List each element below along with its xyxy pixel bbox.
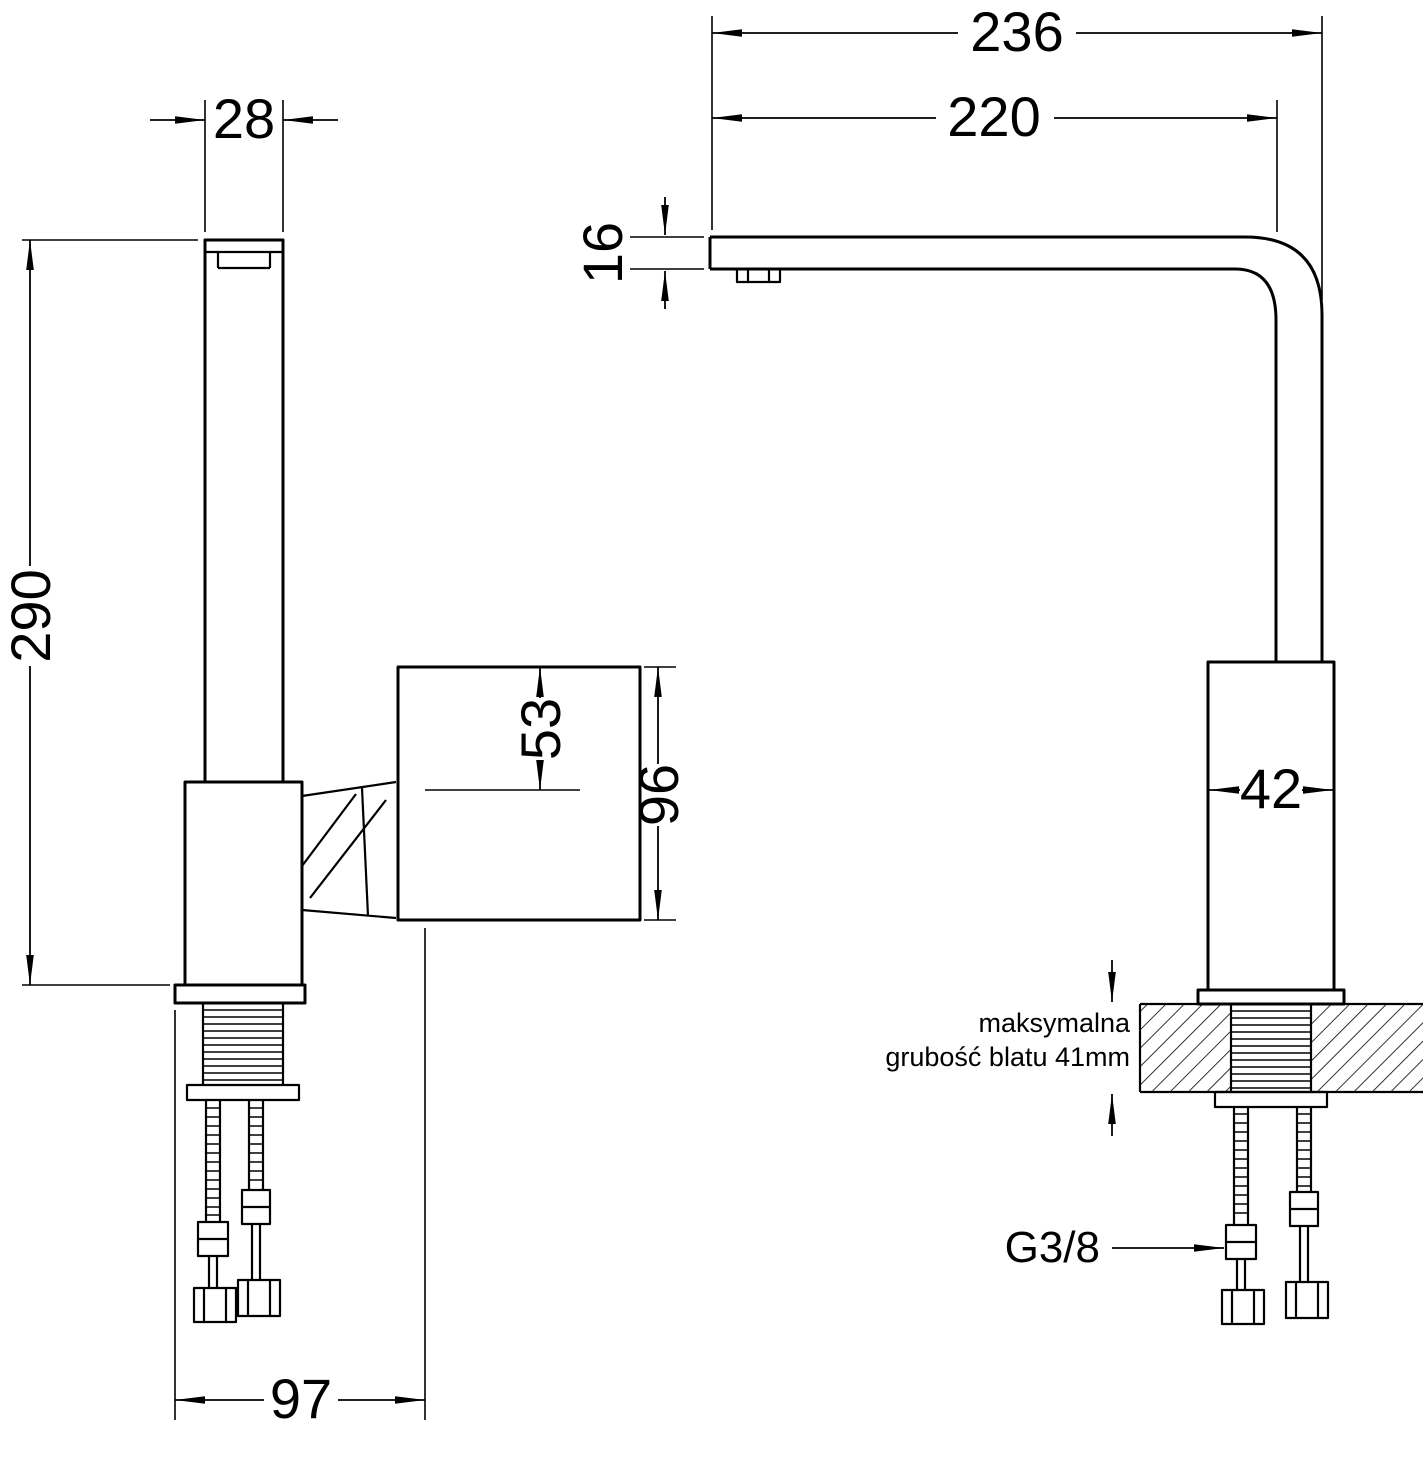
counter-note-line1: maksymalna: [978, 1008, 1131, 1038]
mounting-flange: [185, 1083, 301, 1102]
dim-handle-offset-label: 53: [509, 698, 572, 760]
dim-spout-thickness-label: 16: [571, 222, 634, 284]
front-right-stud-threads: [1297, 1113, 1311, 1187]
dim-spout-reach: 220: [712, 85, 1278, 232]
dim-base-depth: 97: [174, 928, 426, 1430]
side-view: 28 290 53 96 97: [0, 87, 690, 1430]
countertop-hatch-right: [1311, 1004, 1423, 1092]
countertop-hatch-left: [1140, 1004, 1231, 1092]
front-right-stud-outline: [1284, 1107, 1330, 1320]
dim-base-depth-label: 97: [270, 1367, 332, 1430]
right-stud-threads: [249, 1107, 263, 1181]
thread-size-label: G3/8: [1005, 1223, 1100, 1272]
dim-total-reach-label: 236: [970, 0, 1063, 63]
dim-body-width-label: 42: [1240, 757, 1302, 820]
dim-spout-thickness: 16: [571, 197, 704, 309]
left-stud-threads: [206, 1107, 220, 1216]
spout-column-outline: [203, 238, 285, 782]
dim-handle-offset: 53: [425, 667, 580, 791]
counter-note-line2: grubość blatu 41mm: [885, 1042, 1130, 1072]
dim-spout-width-label: 28: [213, 87, 275, 150]
dim-base-depth-extensions: [174, 928, 426, 1420]
front-left-stud-threads: [1234, 1113, 1248, 1214]
dim-total-reach: 236: [711, 0, 1323, 300]
handle-outline: [396, 665, 642, 922]
right-stud-outline: [236, 1100, 282, 1318]
front-view-faucet: [708, 235, 1423, 1326]
base-plate: [173, 983, 307, 1005]
dim-handle-height: 96: [627, 666, 690, 921]
dim-total-height-label: 290: [0, 569, 62, 662]
aerator-detail: [735, 269, 782, 284]
spout-arm-outline: [708, 235, 1324, 662]
dim-body-width: 42: [1209, 757, 1333, 820]
faucet-body-outline: [183, 780, 304, 987]
threaded-shank-threads: [203, 1009, 283, 1081]
front-left-stud-outline: [1220, 1107, 1266, 1326]
side-view-faucet: [173, 238, 642, 1324]
dim-total-height-extensions: [22, 239, 198, 986]
dim-spout-reach-label: 220: [947, 85, 1040, 148]
dim-spout-width: 28: [150, 87, 338, 232]
dim-spout-thickness-extensions: [630, 236, 704, 270]
handle-joint-lines: [301, 780, 397, 920]
front-view: 236 220 16 42 maksymalna grubość blatu 4…: [571, 0, 1423, 1326]
dim-handle-height-label: 96: [627, 764, 690, 826]
left-stud-outline: [192, 1100, 238, 1324]
counter-thickness-callout: maksymalna grubość blatu 41mm: [885, 960, 1131, 1136]
dim-total-height: 290: [0, 239, 198, 986]
front-base-plate: [1196, 988, 1346, 1006]
spout-cap-detail: [205, 250, 283, 270]
front-mounting-flange: [1213, 1090, 1329, 1109]
front-shank-threads: [1231, 1010, 1311, 1089]
front-body-outline: [1206, 660, 1336, 992]
thread-size-callout: G3/8: [1005, 1223, 1224, 1272]
dim-total-reach-extensions: [711, 16, 1323, 300]
